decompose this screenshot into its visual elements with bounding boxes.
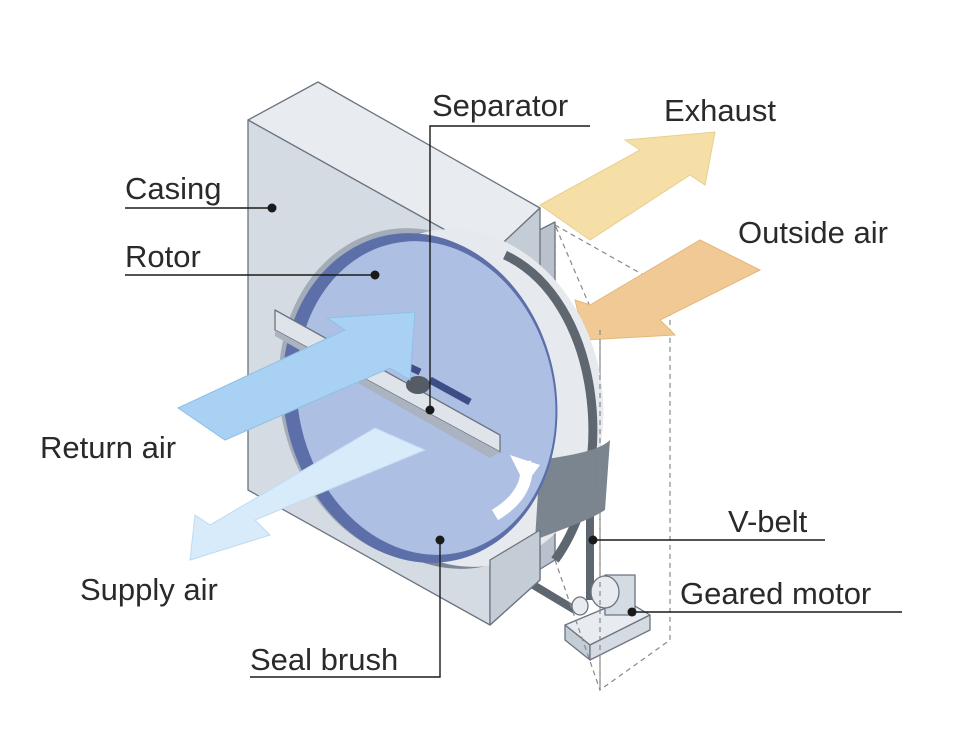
rotor-label: Rotor — [125, 239, 201, 274]
separator-label: Separator — [432, 88, 568, 123]
geared-motor-dot — [627, 607, 637, 617]
outside-air-label: Outside air — [738, 215, 888, 250]
motor-enclosure-front — [554, 330, 601, 691]
separator-leader — [429, 125, 590, 410]
supply-air-label: Supply air — [80, 572, 218, 607]
v-belt-dot — [588, 535, 598, 545]
supply-air-arrow — [189, 427, 427, 561]
casing-label: Casing — [125, 171, 222, 206]
geared-motor-label: Geared motor — [680, 576, 871, 611]
v-belt-label: V-belt — [728, 504, 808, 539]
seal-brush-label: Seal brush — [250, 642, 398, 677]
rotor-dot — [370, 270, 380, 280]
v-belt — [497, 250, 610, 614]
casing-dot — [267, 203, 277, 213]
seal-brush-leader — [250, 540, 441, 678]
exhaust-arrow — [539, 131, 716, 241]
exhaust-label: Exhaust — [664, 93, 776, 128]
outside-air-arrow — [574, 239, 762, 341]
seal-brush-dot — [435, 535, 445, 545]
casing-bottom — [489, 529, 541, 626]
geared-motor — [564, 574, 651, 661]
leader-lines — [125, 125, 902, 678]
separator-dot — [425, 405, 435, 415]
return-air-label: Return air — [40, 430, 176, 465]
labels: Separator Exhaust Casing Outside air Rot… — [40, 88, 888, 677]
return-air-arrow — [176, 311, 416, 441]
